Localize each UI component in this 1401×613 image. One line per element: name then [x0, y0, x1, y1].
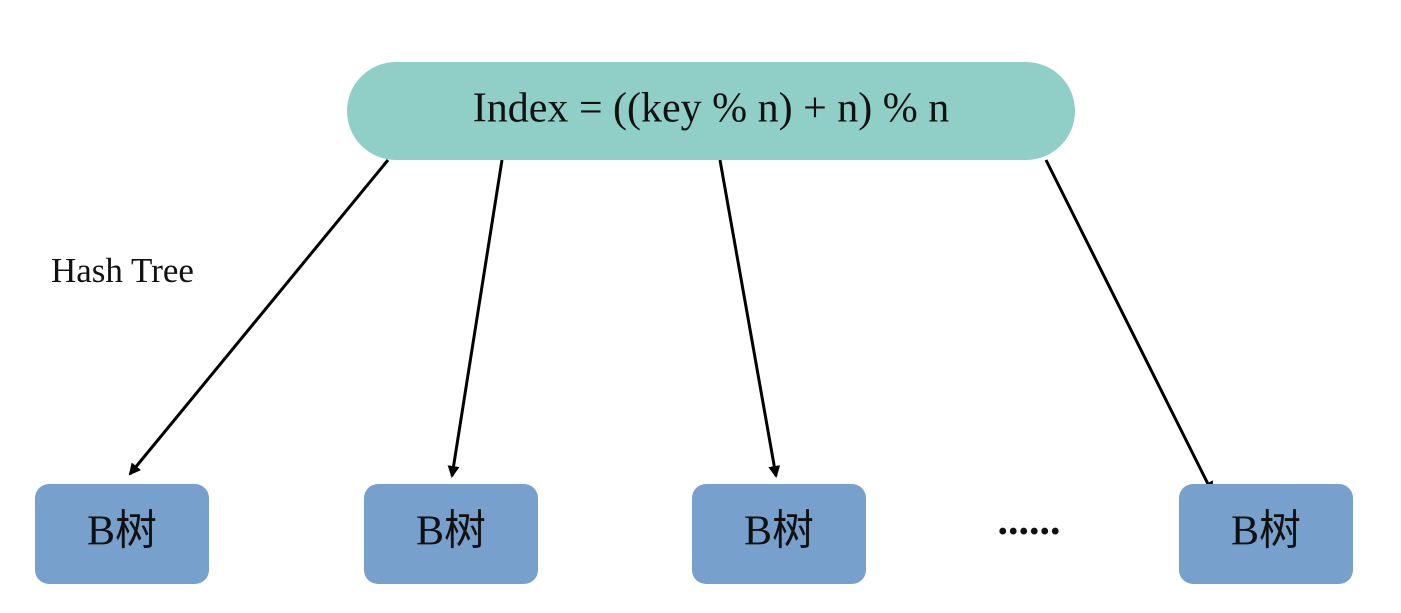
leaf-node-2-box — [364, 484, 538, 584]
edges — [128, 159, 1214, 494]
root-node-label: Index = ((key % n) + n) % n — [473, 86, 950, 132]
root-node-box — [347, 62, 1075, 160]
leaf-node-2-label: B树 — [416, 509, 486, 555]
ellipsis: ...... — [998, 498, 1061, 544]
leaf-node-3-label: B树 — [744, 509, 814, 555]
leaf-node-4-label: B树 — [1231, 509, 1301, 555]
leaf-node-1-label: B树 — [87, 509, 157, 555]
edge-root-to-leaf-4 — [1044, 159, 1214, 494]
root-node: Index = ((key % n) + n) % n — [347, 62, 1075, 160]
leaf-node-3: B树 — [692, 484, 866, 584]
leaf-node-2: B树 — [364, 484, 538, 584]
leaf-node-1: B树 — [35, 484, 209, 584]
leaf-node-4: B树 — [1179, 484, 1353, 584]
leaf-node-4-box — [1179, 484, 1353, 584]
leaf-node-3-box — [692, 484, 866, 584]
edge-root-to-leaf-1 — [128, 159, 390, 476]
leaf-node-1-box — [35, 484, 209, 584]
edge-root-to-leaf-3 — [718, 159, 781, 478]
hash-tree-label: Hash Tree — [51, 251, 194, 290]
edge-root-to-leaf-2 — [447, 159, 504, 478]
